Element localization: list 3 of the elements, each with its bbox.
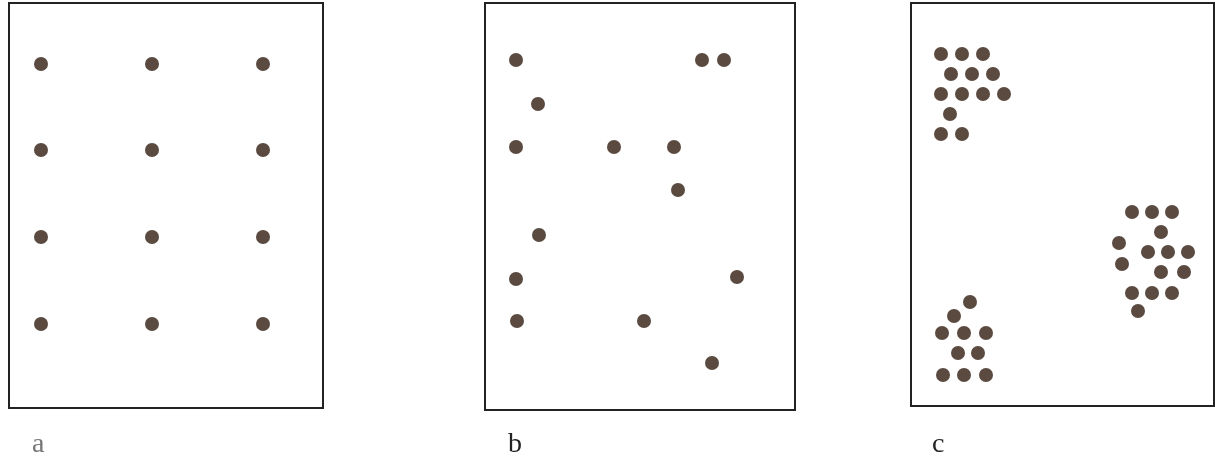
panel-label: a — [32, 427, 45, 459]
panel-label: c — [932, 427, 945, 459]
panel-label: b — [508, 427, 522, 459]
